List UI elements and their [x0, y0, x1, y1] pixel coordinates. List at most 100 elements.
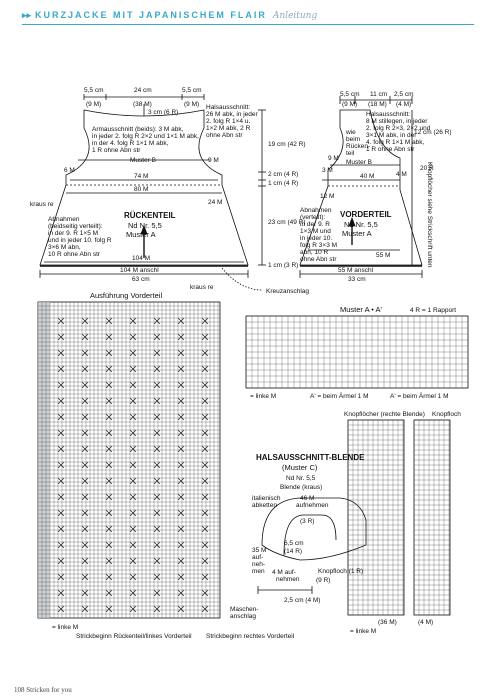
height-1: 19 cm (42 R): [268, 141, 306, 148]
cross-stitch-symbol: [177, 365, 185, 373]
front-bottom-cm: 33 cm: [348, 276, 366, 283]
front-abn-5: in jeder 10.: [300, 235, 332, 242]
back-bottom: 104 M anschl: [120, 267, 159, 274]
cross-stitch-symbol: [177, 589, 185, 597]
cross-stitch-symbol: [81, 413, 89, 421]
cross-stitch-symbol: [201, 525, 209, 533]
blende-knopf: Knopfloch (1 R): [318, 568, 363, 575]
cross-stitch-symbol: [201, 317, 209, 325]
front-abn-7: abn, 10 R: [300, 249, 328, 256]
cross-stitch-symbol: [177, 333, 185, 341]
cross-stitch-symbol: [57, 413, 65, 421]
cross-stitch-symbol: [153, 509, 161, 517]
front-r20: 20 R: [420, 165, 434, 172]
back-bottom-cm: 63 cm: [132, 276, 150, 283]
cross-stitch-symbol: [153, 333, 161, 341]
height-2: 2 cm (4 R): [268, 171, 298, 178]
blende-m35-4: men: [252, 568, 265, 575]
back-m24: 24 M: [208, 199, 222, 206]
cross-stitch-symbol: [57, 445, 65, 453]
cross-stitch-symbol: [201, 445, 209, 453]
cross-stitch-symbol: [153, 605, 161, 613]
cross-stitch-symbol: [105, 333, 113, 341]
back-abn-5: 3×6 M abn,: [48, 244, 81, 251]
knopf-m36: (36 M): [378, 619, 397, 626]
knopfloch-label: Knopfloch: [432, 411, 461, 418]
cross-stitch-symbol: [81, 605, 89, 613]
front-m3: 3 M: [322, 167, 333, 174]
cross-stitch-symbol: [57, 509, 65, 517]
cross-stitch-symbol: [57, 541, 65, 549]
cross-stitch-symbol: [105, 605, 113, 613]
cross-stitch-symbol: [153, 349, 161, 357]
cross-stitch-symbol: [105, 525, 113, 533]
back-title: RÜCKENTEIL: [124, 211, 176, 220]
cross-stitch-symbol: [177, 493, 185, 501]
cross-stitch-symbol: [153, 397, 161, 405]
cross-stitch-symbol: [105, 413, 113, 421]
cross-stitch-symbol: [57, 477, 65, 485]
back-m80: 80 M: [134, 186, 148, 193]
cross-stitch-symbol: [81, 429, 89, 437]
cross-stitch-symbol: [201, 413, 209, 421]
cross-stitch-symbol: [129, 541, 137, 549]
cross-stitch-symbol: [105, 509, 113, 517]
cross-stitch-symbol: [57, 333, 65, 341]
blende-m4a-2: nehmen: [276, 576, 300, 583]
cross-stitch-symbol: [201, 477, 209, 485]
back-piece-outline: [39, 109, 249, 266]
front-m40: 40 M: [360, 173, 374, 180]
cross-stitch-symbol: [57, 461, 65, 469]
muster-rapport: 4 R = 1 Rapport: [410, 307, 456, 314]
cross-stitch-symbol: [201, 509, 209, 517]
back-abn-2: (beidseitig verteilt):: [48, 223, 103, 230]
cross-stitch-symbol: [153, 381, 161, 389]
front-m4: 4 M: [396, 171, 407, 178]
front-neck-6: 1 R ohne Abn str: [366, 146, 415, 153]
cross-stitch-symbol: [81, 317, 89, 325]
cross-stitch-symbol: [81, 525, 89, 533]
back-m6: 6 M: [64, 167, 75, 174]
muster-a-grid: [245, 315, 469, 389]
back-neck-note-3: 2. folg R 1×4 u.: [206, 118, 250, 125]
cross-stitch-symbol: [129, 365, 137, 373]
cross-stitch-symbol: [105, 541, 113, 549]
cross-stitch-symbol: [81, 477, 89, 485]
blende-title: HALSAUSSCHNITT-BLENDE: [256, 453, 365, 462]
muster-title: Muster A • A': [340, 305, 383, 314]
height-4: 23 cm (49 R): [268, 219, 306, 226]
back-top-right: 5,5 cm: [182, 87, 202, 94]
front-t3m: (4 M): [396, 101, 411, 108]
front-abn-2: (verteilt):: [300, 214, 325, 221]
blende-cm65: 6,5 cm: [284, 540, 304, 547]
cross-stitch-symbol: [81, 541, 89, 549]
cross-stitch-symbol: [57, 429, 65, 437]
cross-stitch-symbol: [201, 349, 209, 357]
front-neck-2: 8 M stillegen, in jeder: [366, 118, 428, 125]
back-arm-note-4: 1 R ohne Abn str: [92, 147, 141, 154]
cross-stitch-symbol: [81, 445, 89, 453]
back-muster-b: Muster B: [130, 157, 156, 164]
cross-stitch-symbol: [153, 525, 161, 533]
front-piece-outline: [299, 109, 423, 266]
beginn-2: Strickbeginn rechtes Vorderteil: [206, 633, 295, 640]
back-top-left: 5,5 cm: [84, 87, 104, 94]
header-subtitle: Anleitung: [272, 11, 318, 21]
blende-cm25: 2,5 cm (4 M): [284, 597, 320, 604]
blende-r14: (14 R): [284, 548, 302, 555]
cross-stitch-symbol: [153, 493, 161, 501]
cross-stitch-symbol: [129, 461, 137, 469]
cross-stitch-symbol: [105, 445, 113, 453]
muster-legend: = linke M: [250, 393, 276, 400]
main-chart-grid: [37, 301, 220, 619]
front-abn-8: ohne Abn str: [300, 256, 337, 263]
cross-stitch-symbol: [177, 429, 185, 437]
cross-stitch-symbol: [177, 413, 185, 421]
cross-stitch-symbol: [153, 589, 161, 597]
header-title: KURZJACKE MIT JAPANISCHEM FLAIR: [35, 10, 267, 20]
cross-stitch-symbol: [153, 557, 161, 565]
muster-a2: A' = beim Ärmel 1 M: [390, 392, 449, 400]
front-neck-3: 2. folg R 2×3, 2×2 und: [366, 125, 431, 132]
cross-stitch-symbol: [57, 493, 65, 501]
